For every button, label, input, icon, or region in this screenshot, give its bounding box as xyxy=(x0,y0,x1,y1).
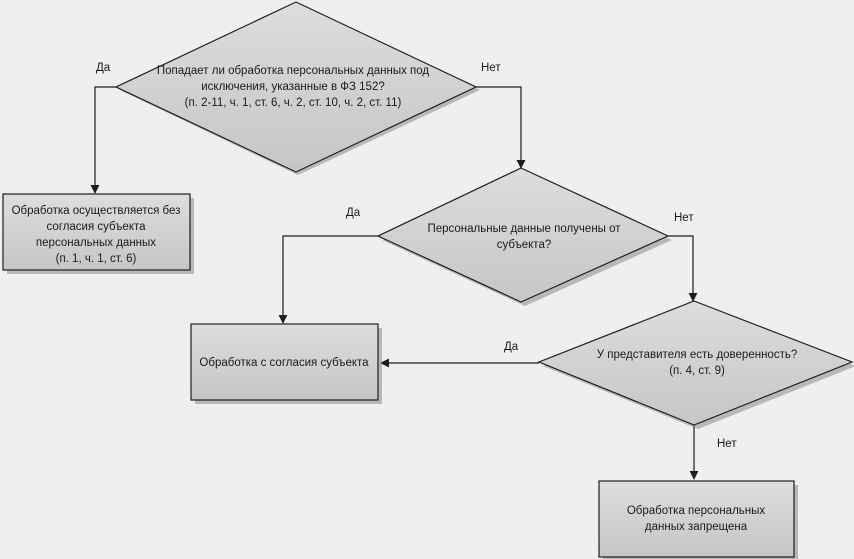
decision-received-line2: субъекта? xyxy=(497,239,552,251)
decision-exceptions-line1: Попадает ли обработка персональных данны… xyxy=(157,65,430,77)
outcome-prohibited: Обработка персональных данных запрещена xyxy=(598,480,798,559)
edge-d1-yes xyxy=(90,86,116,194)
decision-exceptions-line3: (п. 2-11, ч. 1, ст. 6, ч. 2, ст. 10, ч. … xyxy=(185,97,402,109)
edge-d2-yes xyxy=(278,235,378,324)
outcome-without-consent-line4: (п. 1, ч. 1, ст. 6) xyxy=(56,253,137,265)
decision-received-from-subject: Персональные данные получены от субъекта… xyxy=(376,167,672,306)
decision-exceptions-line2: исключения, указанные в ФЗ 152? xyxy=(201,81,385,93)
decision-attorney-line1: У представителя есть доверенность? xyxy=(597,349,797,361)
label-d1-no: Нет xyxy=(481,62,501,74)
outcome-with-consent-line1: Обработка с согласия субъекта xyxy=(199,357,369,369)
decision-received-line1: Персональные данные получены от xyxy=(427,223,621,235)
decision-power-of-attorney: У представителя есть доверенность? (п. 4… xyxy=(537,300,854,429)
decision-attorney-line2: (п. 4, ст. 9) xyxy=(669,365,725,377)
decision-exceptions: Попадает ли обработка персональных данны… xyxy=(114,1,480,175)
label-d2-no: Нет xyxy=(674,212,694,224)
edge-d2-no xyxy=(668,235,698,302)
label-d3-yes: Да xyxy=(504,341,519,353)
outcome-without-consent-line2: согласия субъекта xyxy=(46,221,146,233)
outcome-without-consent-line3: персональных данных xyxy=(36,237,156,249)
outcome-prohibited-line2: данных запрещена xyxy=(645,521,748,533)
edge-d1-no xyxy=(476,86,526,169)
label-d1-yes: Да xyxy=(96,62,111,74)
label-d3-no: Нет xyxy=(717,438,737,450)
outcome-with-consent: Обработка с согласия субъекта xyxy=(190,323,382,404)
outcome-without-consent: Обработка осуществляется без согласия су… xyxy=(2,193,194,274)
outcome-prohibited-line1: Обработка персональных xyxy=(627,505,766,517)
outcome-without-consent-line1: Обработка осуществляется без xyxy=(12,205,181,217)
label-d2-yes: Да xyxy=(346,207,361,219)
